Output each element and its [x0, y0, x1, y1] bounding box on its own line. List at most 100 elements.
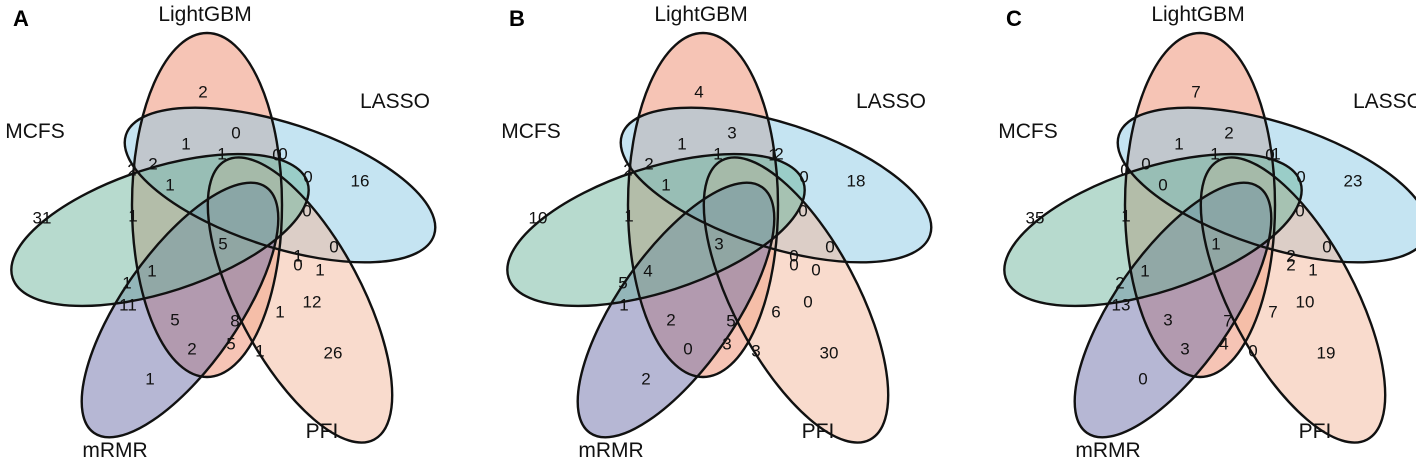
set-label-lasso: LASSO: [856, 90, 926, 113]
panel-letter: C: [1006, 6, 1022, 31]
region-count: 0: [789, 255, 798, 274]
region-count: 3: [722, 334, 731, 353]
region-count: 4: [694, 82, 703, 101]
region-count: 1: [122, 273, 131, 292]
region-count: 0: [1295, 201, 1304, 220]
region-count: 0: [803, 292, 812, 311]
region-count: 7: [1268, 302, 1277, 321]
region-count: 26: [324, 343, 343, 362]
region-count: 2: [198, 82, 207, 101]
set-outline-pfi: [702, 156, 890, 444]
region-count: 1: [1121, 206, 1130, 225]
set-label-mcfs: MCFS: [5, 120, 65, 143]
region-count: 0: [825, 237, 834, 256]
region-count: 2: [1224, 123, 1233, 142]
region-count: 1: [217, 144, 226, 163]
set-label-lightgbm: LightGBM: [654, 3, 747, 26]
region-count: 5: [226, 334, 235, 353]
region-count: 5: [218, 234, 227, 253]
set-outline-mrmr: [80, 181, 280, 439]
region-count: 3: [1180, 339, 1189, 358]
region-count: 1: [181, 134, 190, 153]
region-count: 1: [768, 145, 777, 164]
region-count: 2: [148, 154, 157, 173]
region-count: 3: [714, 234, 723, 253]
set-label-mcfs: MCFS: [501, 120, 561, 143]
set-outline-lightgbm: [130, 31, 284, 379]
region-count: 7: [1191, 82, 1200, 101]
region-count: 0: [302, 201, 311, 220]
region-count: 2: [1115, 273, 1124, 292]
region-count: 0: [272, 145, 281, 164]
region-count: 0: [1322, 237, 1331, 256]
region-count: 1: [275, 302, 284, 321]
region-count: 0: [683, 339, 692, 358]
set-outline-mcfs: [10, 152, 310, 308]
set-label-lightgbm: LightGBM: [158, 3, 251, 26]
set-label-lasso: LASSO: [1353, 90, 1416, 113]
set-ellipse-mcfs: [507, 154, 805, 306]
region-count: 5: [618, 273, 627, 292]
region-count: 2: [774, 144, 783, 163]
set-label-pfi: PFI: [306, 420, 339, 443]
set-outline-mcfs: [1003, 152, 1303, 308]
region-count: 13: [1112, 295, 1131, 314]
region-count: 18: [847, 171, 866, 190]
set-outline-pfi: [1199, 156, 1387, 444]
region-count: 30: [820, 343, 839, 362]
region-count: 0: [1120, 160, 1129, 179]
set-outline-mcfs: [506, 152, 806, 308]
region-count: 19: [1317, 343, 1336, 362]
set-outline-lightgbm: [1123, 31, 1277, 379]
set-label-mcfs: MCFS: [998, 120, 1058, 143]
region-count: 0: [231, 123, 240, 142]
region-count: 1: [661, 175, 670, 194]
region-count: 2: [644, 154, 653, 173]
region-count: 11: [119, 295, 137, 314]
region-count: 6: [771, 302, 780, 321]
region-count: 0: [1158, 175, 1167, 194]
region-count: 0: [811, 260, 820, 279]
region-count: 0: [1141, 154, 1150, 173]
region-count: 1: [1174, 134, 1183, 153]
region-count: 3: [751, 341, 760, 360]
region-count: 10: [529, 208, 548, 227]
region-count: 5: [726, 311, 735, 330]
region-count: 0: [789, 246, 798, 265]
set-label-pfi: PFI: [802, 420, 835, 443]
region-count: 1: [165, 175, 174, 194]
region-count: 2: [1286, 255, 1295, 274]
set-outline-pfi: [206, 156, 394, 444]
region-count: 1: [293, 246, 302, 265]
region-count: 2: [1286, 246, 1295, 265]
region-count: 0: [798, 201, 807, 220]
region-count: 1: [624, 206, 633, 225]
region-count: 1: [677, 134, 686, 153]
region-count: 0: [799, 167, 808, 186]
set-label-lightgbm: LightGBM: [1151, 3, 1244, 26]
region-count: 35: [1026, 208, 1045, 227]
region-count: 1: [1211, 234, 1220, 253]
region-count: 16: [351, 171, 370, 190]
set-label-pfi: PFI: [1299, 420, 1332, 443]
region-count: 2: [623, 160, 632, 179]
set-outline-lasso: [619, 106, 933, 264]
region-count: 2: [127, 160, 136, 179]
set-outline-mrmr: [576, 181, 776, 439]
region-count: 1: [1308, 260, 1317, 279]
region-count: 3: [727, 123, 736, 142]
set-outline-mrmr: [1073, 181, 1273, 439]
region-count: 5: [170, 310, 179, 329]
region-count: 1: [255, 341, 264, 360]
region-count: 1: [1210, 144, 1219, 163]
set-label-mrmr: mRMR: [578, 439, 643, 462]
region-count: 0: [1265, 145, 1274, 164]
region-count: 0: [278, 144, 287, 163]
region-count: 0: [303, 167, 312, 186]
region-count: 1: [147, 261, 156, 280]
region-count: 8: [230, 311, 239, 330]
